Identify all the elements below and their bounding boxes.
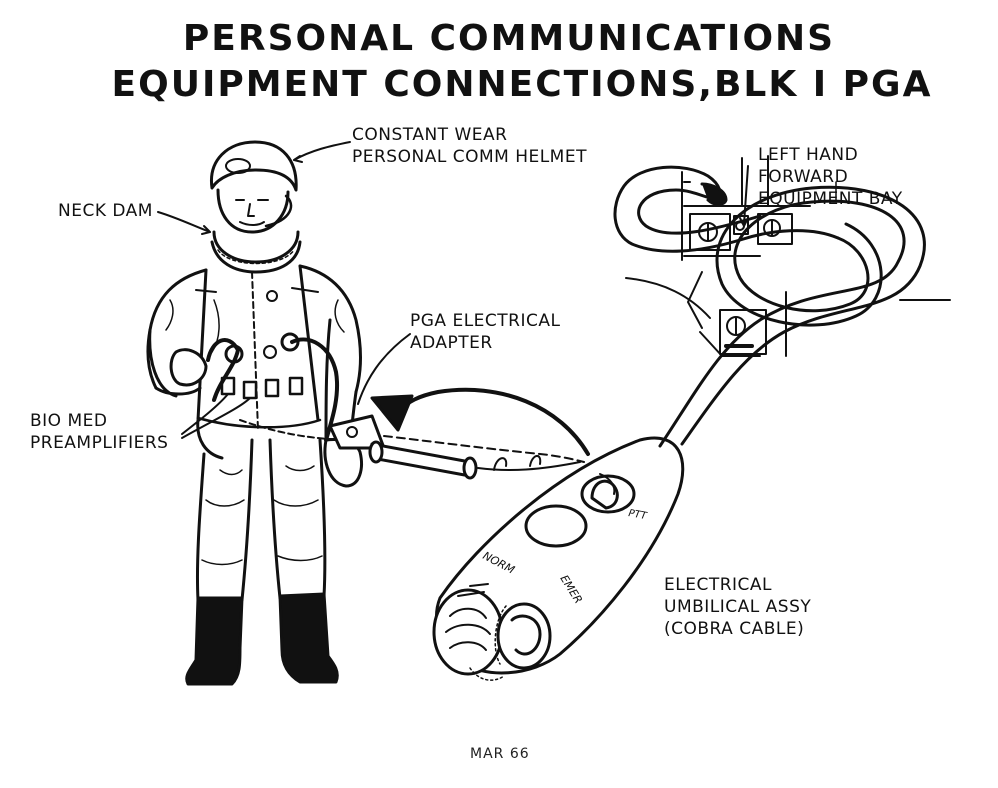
suit-legs [195,438,327,602]
preamp-3 [264,378,280,398]
neck-dam-leader [157,211,211,233]
biomed-leader-2 [181,397,251,439]
helmet-leader [293,141,351,161]
equipment-bay-panel [625,155,951,357]
biomed-label: BIO MED PREAMPLIFIERS [30,410,168,454]
helmet-label: CONSTANT WEAR PERSONAL COMM HELMET [352,124,587,168]
pga-electrical-adapter [239,414,585,480]
title-line-1: PERSONAL COMMUNICATIONS [182,18,836,59]
footer-date: MAR 66 [470,746,530,762]
diagram-title: PERSONAL COMMUNICATIONS EQUIPMENT CONNEC… [0,16,998,108]
umbilical-cable [613,165,926,448]
equipment-bay-label: LEFT HAND FORWARD EQUIPMENT BAY [758,144,903,210]
umbilical-label-line-3: (COBRA CABLE) [664,619,805,639]
neck-dam-label-line-1: NECK DAM [58,201,153,221]
suit-hose-right [290,337,340,442]
umbilical-label-line-1: ELECTRICAL [664,575,773,595]
suit-hose-left [206,338,240,402]
emer-port-cap [510,614,542,656]
pga-adapter-label: PGA ELECTRICAL ADAPTER [410,310,560,354]
insertion-arrow [370,387,590,456]
biomed-label-line-1: BIO MED [30,411,108,431]
helmet-label-line-2: PERSONAL COMM HELMET [352,147,587,167]
astronaut-figure [146,140,363,686]
cobra-cable-connector [432,436,685,681]
title-line-2: EQUIPMENT CONNECTIONS,BLK I PGA [111,64,933,105]
pga-adapter-leader [357,333,411,405]
umbilical-label: ELECTRICAL UMBILICAL ASSY (COBRA CABLE) [664,574,811,640]
neck-dam [212,230,300,264]
microphone-boom [264,194,293,228]
right-boot [278,592,339,684]
left-glove [169,348,208,387]
preamp-4 [288,376,304,396]
helmet-label-line-1: CONSTANT WEAR [352,125,508,145]
pga-adapter-label-line-2: ADAPTER [410,333,493,353]
umbilical-label-line-2: UMBILICAL ASSY [664,597,812,617]
neck-dam-label: NECK DAM [58,200,153,222]
equipment-bay-label-line-1: LEFT HAND [758,145,859,165]
biomed-label-line-2: PREAMPLIFIERS [30,433,169,453]
ptt-switch-housing [524,504,588,548]
equipment-bay-label-line-3: EQUIPMENT BAY [758,189,903,209]
ptt-marking: PTT [627,508,648,522]
helmet-logo [225,158,251,174]
biomed-leader-1 [181,393,229,435]
equipment-bay-leader [743,165,749,225]
leader-lines [157,141,749,439]
preamp-2 [242,380,258,400]
pga-adapter-label-line-1: PGA ELECTRICAL [410,311,561,331]
norm-port [432,588,504,676]
comm-helmet [210,140,298,192]
equipment-bay-label-line-2: FORWARD [758,167,849,187]
left-boot [185,596,244,686]
